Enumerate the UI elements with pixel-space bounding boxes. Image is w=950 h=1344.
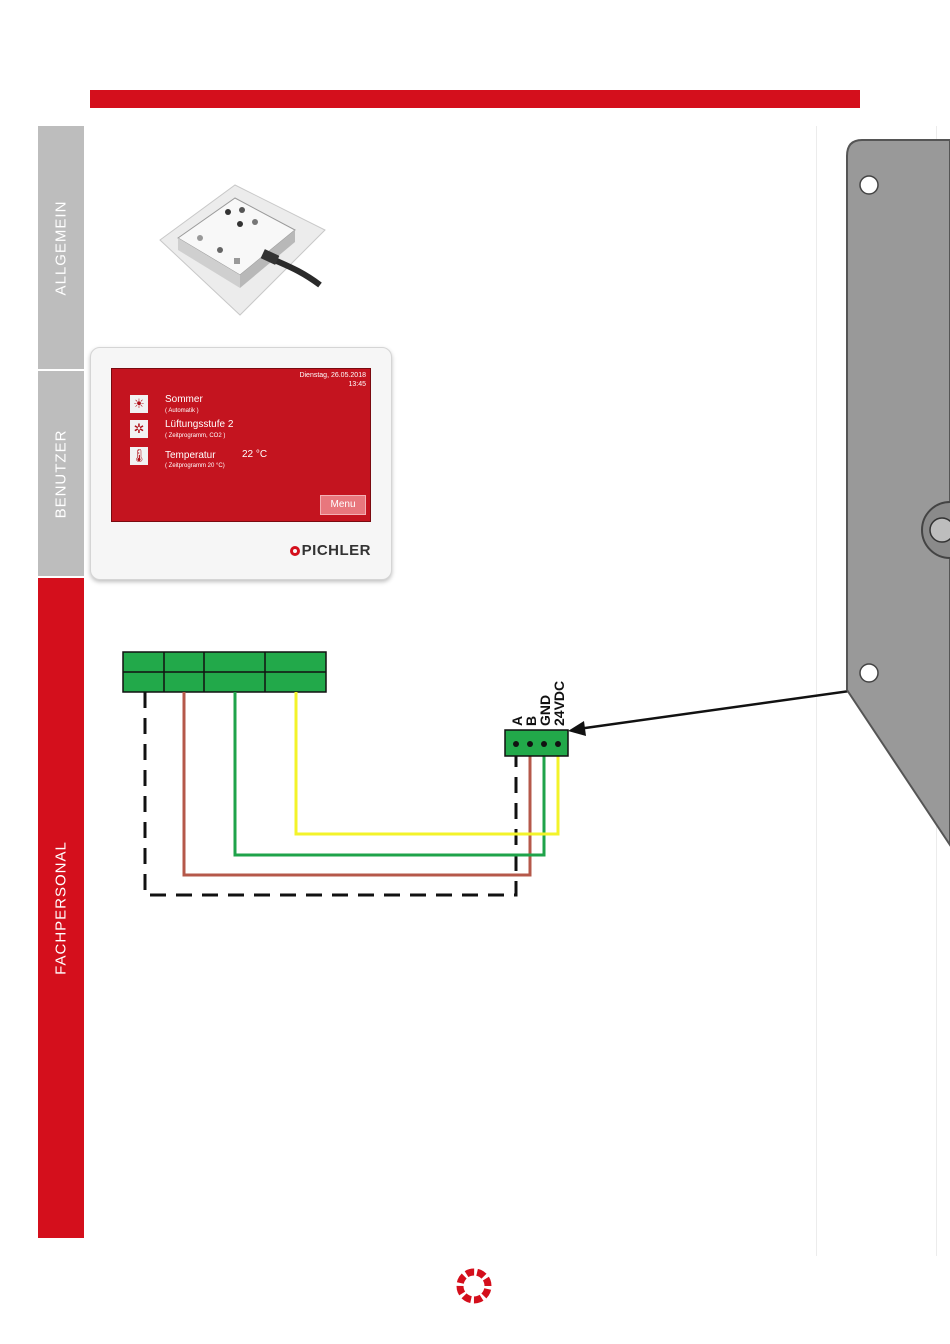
pin-label-24vdc: 24VDC (551, 681, 567, 726)
wire-gnd-green (235, 692, 544, 855)
device-panel-image (847, 140, 950, 845)
terminal-block-left (123, 652, 326, 692)
terminal-connector-right (505, 730, 568, 756)
wire-24vdc-yellow (296, 692, 558, 834)
wire-a-black (145, 692, 516, 895)
footer-logo-icon (460, 1272, 488, 1300)
arrow-head (568, 721, 586, 736)
